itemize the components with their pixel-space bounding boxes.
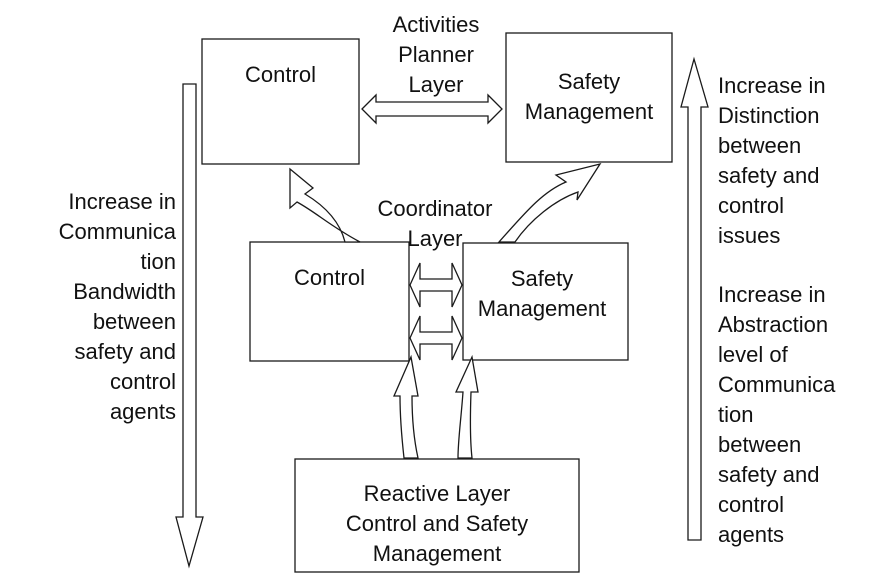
right-abstraction-note: Increase in Abstraction level of Communi…: [718, 282, 836, 547]
coordinator-upper-bidirectional-arrow: [409, 262, 463, 308]
coordinator-safety-to-planner-arrow: [497, 162, 602, 243]
reactive-to-coordinator-safety-arrow: [454, 354, 479, 459]
planner-safety-box: [505, 32, 673, 163]
reactive-to-coordinator-control-arrow: [393, 354, 419, 459]
reactive-layer-label: Reactive Layer Control and Safety Manage…: [345, 481, 529, 566]
reactive-layer-box: [294, 458, 580, 573]
right-distinction-note: Increase in Distinction between safety a…: [718, 73, 826, 248]
coordinator-safety-label: Safety Management: [477, 266, 607, 321]
planner-control-label: Control: [245, 62, 316, 87]
right-up-arrow: [680, 56, 709, 541]
planner-layer-label: Activities Planner Layer: [392, 12, 480, 97]
coordinator-layer-label: Coordinator Layer: [377, 196, 493, 251]
coordinator-control-label: Control: [294, 265, 365, 290]
planner-control-box: [201, 38, 360, 165]
coordinator-lower-bidirectional-arrow: [409, 315, 463, 361]
coordinator-control-to-planner-arrow: [289, 167, 361, 243]
left-bandwidth-note: Increase in Communica tion Bandwidth bet…: [58, 189, 176, 424]
planner-bidirectional-arrow: [361, 93, 503, 125]
coordinator-control-box: [249, 241, 410, 362]
left-down-arrow: [175, 83, 204, 569]
planner-safety-label: Safety Management: [524, 69, 654, 124]
coordinator-safety-box: [462, 242, 629, 361]
